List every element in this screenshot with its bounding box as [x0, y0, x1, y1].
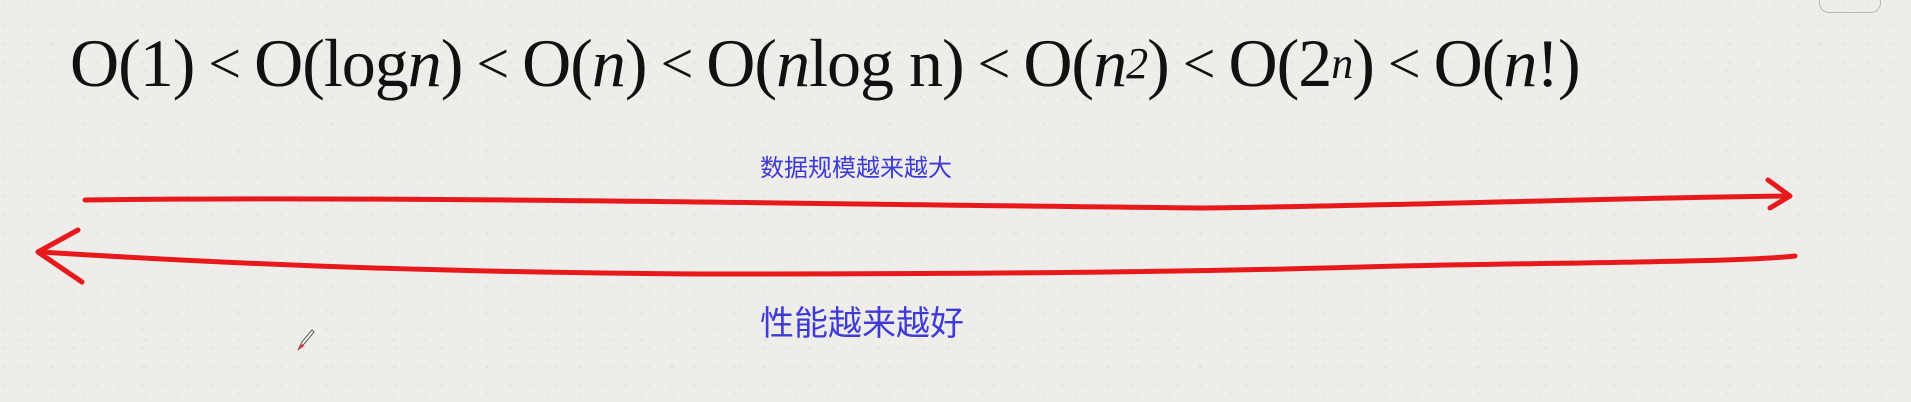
- pen-cursor-icon: [297, 329, 315, 351]
- term-o-n-factorial: O(n!): [1433, 24, 1581, 101]
- complexity-formula: O(1) < O(log n) < O(n) < O(n log n) < O(…: [70, 18, 1860, 108]
- arrow-right-head: [1765, 177, 1793, 211]
- label-data-scale: 数据规模越来越大: [760, 154, 952, 182]
- label-performance: 性能越来越好: [760, 304, 964, 344]
- term-o-1: O(1): [70, 24, 195, 101]
- less-than-3: <: [660, 30, 694, 96]
- arrow-left: [37, 249, 1798, 277]
- less-than-2: <: [476, 30, 509, 96]
- arrow-right: [82, 193, 1788, 211]
- less-than-1: <: [208, 30, 241, 96]
- less-than-4: <: [977, 30, 1011, 96]
- less-than-6: <: [1387, 30, 1421, 96]
- term-o-n-log-n: O(n log n): [706, 24, 964, 101]
- term-o-log-n: O(log n): [254, 24, 463, 101]
- term-o-n: O(n): [522, 24, 647, 101]
- arrow-left-head: [35, 227, 85, 285]
- less-than-5: <: [1182, 30, 1216, 96]
